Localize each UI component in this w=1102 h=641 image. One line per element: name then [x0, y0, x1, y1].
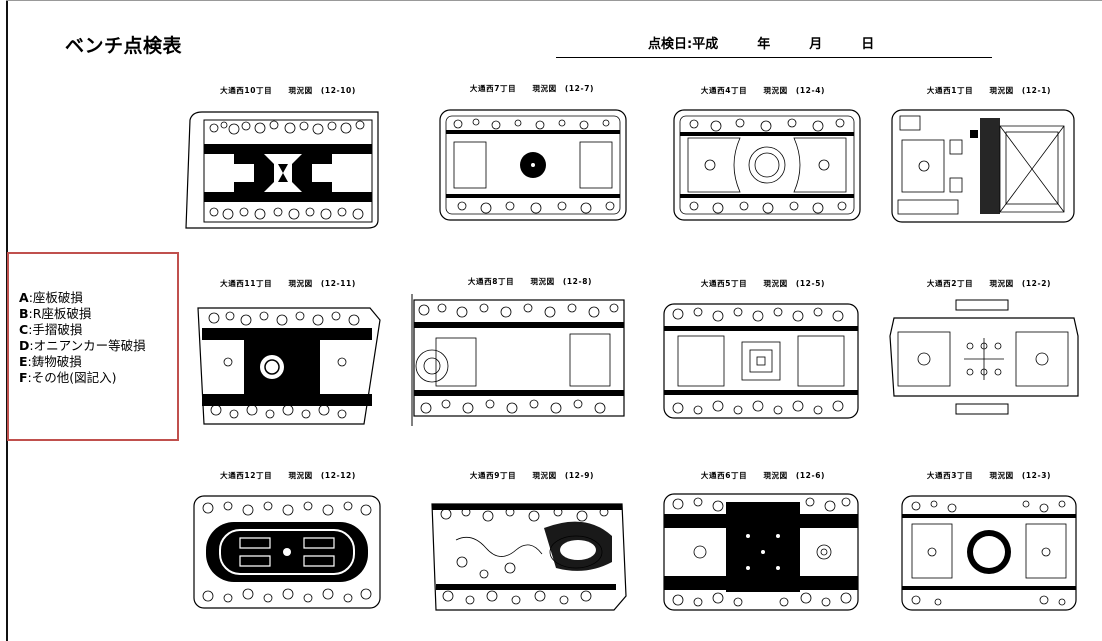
legend-code: E — [19, 354, 28, 369]
site-map-12-5 — [663, 303, 859, 419]
map-caption-12-11: 大通西11丁目 現況図 (12-11) — [220, 279, 356, 288]
map-caption-12-9: 大通西9丁目 現況図 (12-9) — [469, 471, 595, 480]
site-map-12-1 — [891, 109, 1075, 223]
site-map-12-2 — [889, 299, 1079, 415]
map-caption-12-6: 大通西6丁目 現況図 (12-6) — [700, 471, 826, 480]
legend-text: :オニアンカー等破損 — [29, 338, 146, 353]
map-caption-12-2: 大通西2丁目 現況図 (12-2) — [926, 279, 1052, 288]
legend-item: A:座板破損 — [19, 290, 146, 306]
legend-item: D:オニアンカー等破損 — [19, 338, 146, 354]
site-map-12-7 — [439, 109, 627, 221]
legend-item: C:手摺破損 — [19, 322, 146, 338]
inspection-date-label: 点検日:平成 年 月 日 — [648, 37, 875, 52]
legend-code: C — [19, 322, 29, 337]
site-map-12-6 — [663, 493, 859, 611]
site-map-12-11 — [197, 307, 381, 425]
site-map-12-12 — [193, 495, 381, 609]
legend-text: :手摺破損 — [28, 322, 83, 337]
map-caption-12-3: 大通西3丁目 現況図 (12-3) — [926, 471, 1052, 480]
legend-code: A — [19, 290, 29, 305]
legend-text: :座板破損 — [28, 290, 83, 305]
site-map-12-10 — [185, 111, 379, 229]
date-underline — [556, 29, 992, 58]
site-map-12-3 — [901, 495, 1077, 611]
map-caption-12-1: 大通西1丁目 現況図 (12-1) — [926, 86, 1052, 95]
site-map-12-8 — [411, 294, 625, 426]
legend-item: E:鋳物破損 — [19, 354, 146, 370]
map-caption-12-5: 大通西5丁目 現況図 (12-5) — [700, 279, 826, 288]
legend-list: A:座板破損 B:R座板破損 C:手摺破損 D:オニアンカー等破損 E:鋳物破損… — [19, 290, 146, 386]
legend-text: :その他(図記入) — [27, 370, 117, 385]
legend-text: :鋳物破損 — [27, 354, 82, 369]
legend-code: F — [19, 370, 28, 385]
map-caption-12-10: 大通西10丁目 現況図 (12-10) — [220, 86, 356, 95]
map-caption-12-12: 大通西12丁目 現況図 (12-12) — [220, 471, 356, 480]
sheet-border-top — [6, 0, 1102, 1]
legend-code: D — [19, 338, 30, 353]
legend-item: F:その他(図記入) — [19, 370, 146, 386]
site-map-12-9 — [431, 503, 627, 611]
map-caption-12-7: 大通西7丁目 現況図 (12-7) — [469, 84, 595, 93]
site-map-12-4 — [673, 109, 861, 221]
legend-item: B:R座板破損 — [19, 306, 146, 322]
page-title: ベンチ点検表 — [65, 35, 183, 57]
legend-text: :R座板破損 — [28, 306, 92, 321]
map-caption-12-8: 大通西8丁目 現況図 (12-8) — [467, 277, 593, 286]
map-caption-12-4: 大通西4丁目 現況図 (12-4) — [700, 86, 826, 95]
damage-legend: A:座板破損 B:R座板破損 C:手摺破損 D:オニアンカー等破損 E:鋳物破損… — [7, 252, 179, 441]
legend-code: B — [19, 306, 29, 321]
